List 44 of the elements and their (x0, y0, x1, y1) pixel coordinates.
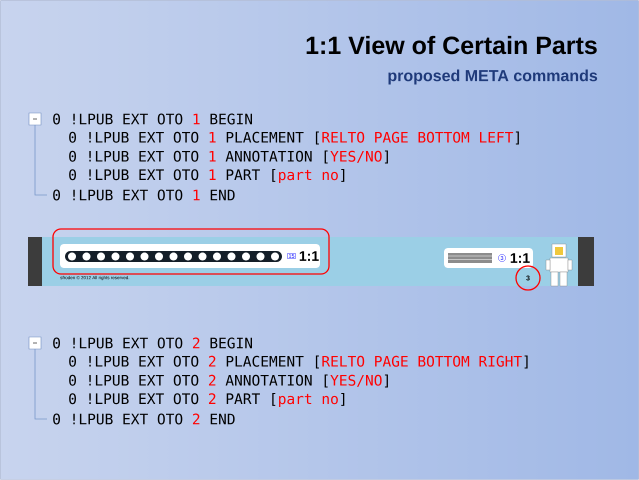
code-line: 0 !LPUB EXT OTO 1 ANNOTATION [ YES/NO ] (69, 150, 388, 164)
label: 0 !LPUB EXT OTO (69, 356, 198, 367)
code-line: 0 !LPUB EXT OTO 2 PART [ part no ] (69, 392, 344, 408)
label: PART [ (226, 168, 276, 182)
label: RELTO PAGE BOTTOM LEFT (322, 132, 514, 143)
label: YES/NO (330, 150, 382, 163)
label: ANNOTATION [ (226, 150, 328, 164)
code-line: 0 !LPUB EXT OTO 2 END (53, 414, 235, 424)
label: ] (341, 392, 344, 406)
label: ] (384, 374, 388, 388)
code-line: 0 !LPUB EXT OTO 1 BEGIN (53, 114, 252, 124)
label: 1 (210, 132, 216, 143)
label: 2 (208, 356, 216, 367)
code-line: 0 !LPUB EXT OTO 1 PLACEMENT [ RELTO PAGE BOTTOM LEFT ] (69, 132, 519, 144)
code-line: 0 !LPUB EXT OTO 2 ANNOTATION [ YES/NO ] (69, 374, 388, 388)
label: ] (516, 132, 519, 144)
label: 2 (208, 374, 216, 386)
subtitle: proposed META commands (388, 70, 598, 84)
scale-label: 1:1 (300, 251, 319, 261)
label: ANNOTATION [ (226, 374, 328, 388)
label: 2 (208, 393, 216, 404)
code-line: 0 !LPUB EXT OTO 1 PART [ part no ] (69, 168, 344, 184)
code-line: 0 !LPUB EXT OTO 2 PLACEMENT [ RELTO PAGE BOTTOM RIGHT ] (69, 356, 528, 368)
label: 0 !LPUB EXT OTO (69, 393, 198, 404)
label: RELTO PAGE BOTTOM RIGHT (322, 356, 522, 367)
label: 1 (210, 150, 216, 162)
label: 0 !LPUB EXT OTO (69, 374, 198, 386)
title: 1:1 View of Certain Parts (306, 36, 597, 54)
label: 1 (210, 169, 216, 180)
label: 0 !LPUB EXT OTO (69, 150, 198, 162)
label: 0 !LPUB EXT OTO (69, 169, 198, 180)
code-line: 0 !LPUB EXT OTO 2 BEGIN (53, 338, 252, 348)
code-line: 0 !LPUB EXT OTO 1 END (53, 190, 235, 200)
scale-label: 1:1 (510, 253, 530, 263)
label: 0 !LPUB EXT OTO (69, 132, 198, 143)
label: part no (279, 394, 338, 408)
label: part no (279, 170, 338, 184)
label: ] (524, 356, 528, 368)
label: ] (341, 168, 344, 182)
label: PLACEMENT [ (226, 356, 319, 368)
label: PLACEMENT [ (226, 132, 319, 144)
label: PART [ (226, 392, 276, 406)
label: YES/NO (330, 374, 382, 387)
label: ] (384, 150, 388, 164)
